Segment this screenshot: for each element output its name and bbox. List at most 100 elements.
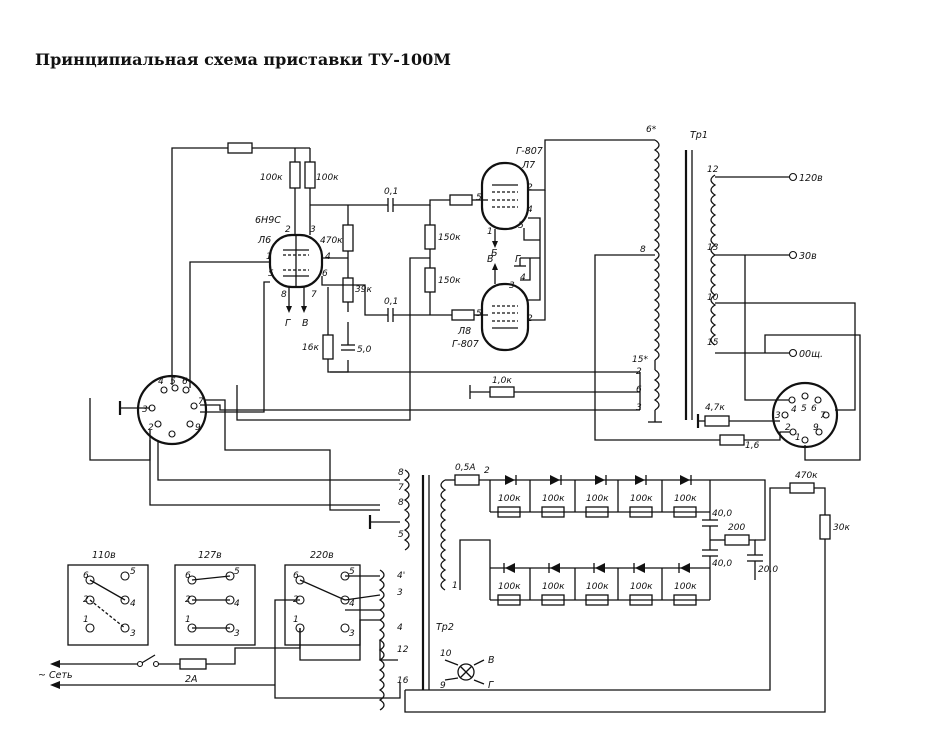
tube-l8-name: Л8 (457, 326, 471, 337)
p220-pin-1: 1 (293, 615, 299, 625)
right-socket: 4 5 6 3 2 1 7 9 4,7к 1,6 (696, 381, 839, 451)
p127-pin-3: 3 (234, 629, 240, 639)
tp2-pin-4: 4 (397, 623, 403, 633)
r-30k-label: 30к (833, 523, 850, 533)
c-40b-label: 40,0 (712, 559, 732, 569)
r-470k-label: 470к (320, 236, 343, 246)
tube-l7-name: Л7 (521, 160, 535, 171)
tp2-pin-4p: 4' (397, 571, 405, 581)
r-470k-b-label: 470к (795, 471, 818, 481)
p220-pin-3: 3 (349, 629, 355, 639)
upper-wiring: 100к 100к 0,1 470к 39к 0,1 150к (171, 139, 655, 421)
l8-heater-g: Г (515, 254, 521, 265)
tube-l7: Г-807 Л7 5 2 4 5 1 Б (476, 146, 543, 259)
rs-pin-3: 3 (775, 411, 781, 421)
tp1-name: Тр1 (690, 130, 708, 141)
tp2-pin-5: 5 (398, 530, 404, 540)
r-150k-b-label: 150к (438, 276, 461, 286)
l6-pin-2: 2 (285, 225, 291, 235)
ls-pin-7: 7 (198, 397, 204, 407)
bridge-r1: 100к (498, 494, 521, 504)
tp1-sec-10: 10 (707, 293, 719, 303)
l6-pin-4: 4 (325, 252, 331, 262)
r-150k-a-label: 150к (438, 233, 461, 243)
tube-l8: Г-807 Л8 5 2 4 3 В Г (452, 254, 533, 352)
r-100k-b-label: 100к (316, 173, 339, 183)
bridge-r6: 100к (498, 582, 521, 592)
r-39k-label: 39к (355, 285, 372, 295)
tp2-pin-1: 1 (452, 581, 458, 591)
l7-pin-5: 5 (476, 193, 482, 203)
r-16k-label: 16к (302, 343, 319, 353)
r-4k7-label: 4,7к (705, 403, 725, 413)
output-common: 00щ. (799, 349, 823, 360)
tp2-pin-8b: 8 (398, 498, 404, 508)
left-socket: 4 5 6 3 2 7 9 (89, 374, 400, 511)
p127-pin-6: 6 (185, 571, 191, 581)
tube-l6-name: Л6 (257, 235, 271, 246)
lamp-g: Г (488, 680, 494, 691)
bridge-r2: 100к (542, 494, 565, 504)
ls-pin-3: 3 (142, 405, 148, 415)
tp1-sec-13: 13 (707, 243, 719, 253)
bridge-r7: 100к (542, 582, 565, 592)
l6-heater-v: В (302, 318, 309, 329)
c-01-b-label: 0,1 (384, 297, 398, 307)
lamp-pin-10: 10 (440, 649, 452, 659)
ls-pin-6: 6 (182, 377, 188, 387)
tp1-sec-12: 12 (707, 165, 719, 175)
tp2-pin-7: 7 (398, 483, 404, 493)
output-30v: 30в (799, 251, 817, 262)
tube-l6: 6Н9С Л6 1 2 3 4 5 6 7 8 Г В (255, 215, 331, 329)
r-100k-a-label: 100к (260, 173, 283, 183)
rs-pin-4: 4 (791, 405, 797, 415)
ls-pin-2: 2 (148, 423, 154, 433)
p110-pin-4: 4 (130, 599, 136, 609)
tp2-pin-8a: 8 (398, 468, 404, 478)
l6-heater-g: Г (285, 318, 291, 329)
tube-l7-type: Г-807 (516, 146, 543, 157)
tp2-name: Тр2 (436, 622, 454, 633)
c-40a-label: 40,0 (712, 509, 732, 519)
p127-pin-2: 2 (185, 595, 191, 605)
l7-pin-5b: 5 (518, 221, 524, 231)
tp2-pin-12: 12 (397, 645, 409, 655)
rs-pin-9: 9 (813, 423, 819, 433)
mains-label: ~ Сеть (38, 670, 73, 681)
r-1k-label: 1,0к (492, 376, 512, 386)
p110-pin-1: 1 (83, 615, 89, 625)
p220-pin-4: 4 (349, 599, 355, 609)
ls-pin-9: 9 (195, 423, 201, 433)
p127-pin-5: 5 (234, 567, 240, 577)
tp1-tap-6: 6* (646, 125, 657, 135)
l8-pin-2: 2 (527, 314, 533, 324)
tp1-tap-2: 2 (636, 367, 642, 377)
p110-pin-2: 2 (83, 595, 89, 605)
tp1-tap-6b: 6 (636, 385, 642, 395)
l8-heater-v: В (487, 254, 494, 265)
tube-l6-type: 6Н9С (255, 215, 281, 226)
l7-pin-2: 2 (527, 183, 533, 193)
p110-pin-6: 6 (83, 571, 89, 581)
tube-l8-type: Г-807 (452, 339, 479, 350)
p220-pin-5: 5 (349, 567, 355, 577)
tp1-tap-3: 3 (636, 403, 642, 413)
l6-pin-7: 7 (311, 290, 317, 300)
transformer-tp1: 6* 8 15* 2 6 3 Тр1 12 13 10 15 120в 30в … (594, 125, 861, 461)
output-120v: 120в (799, 173, 823, 184)
p110-pin-5: 5 (130, 567, 136, 577)
bridge-r4: 100к (630, 494, 653, 504)
l6-pin-1: 1 (266, 252, 272, 262)
mains-panels: 110в 6 5 2 4 1 3 127в 6 5 2 4 1 3 220в 6… (38, 550, 401, 699)
c-20-label: 20,0 (758, 565, 778, 575)
p127-pin-1: 1 (185, 615, 191, 625)
tp1-tap-8: 8 (640, 245, 646, 255)
c-5-label: 5,0 (357, 345, 372, 355)
tp1-tap-15: 15* (632, 355, 648, 365)
p110-pin-3: 3 (130, 629, 136, 639)
ls-pin-5: 5 (170, 377, 176, 387)
ls-pin-4: 4 (158, 377, 164, 387)
r-1k6-label: 1,6 (745, 441, 760, 451)
panel-110-label: 110в (92, 550, 116, 561)
